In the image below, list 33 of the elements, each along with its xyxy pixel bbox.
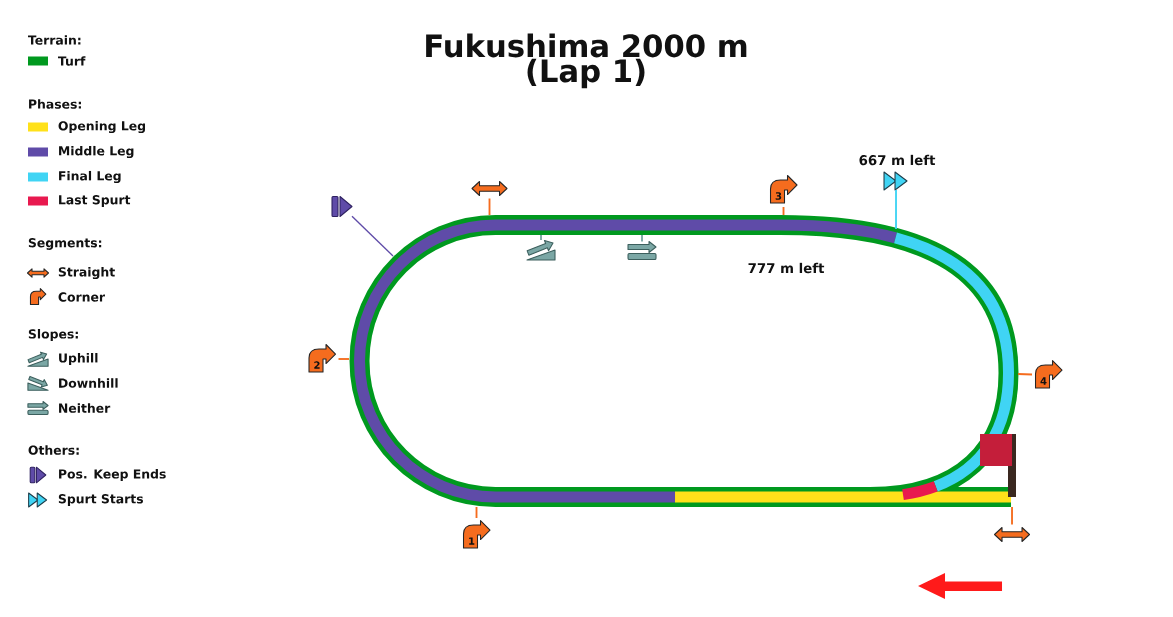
leader-line xyxy=(488,197,491,216)
legend-label: Opening Leg xyxy=(58,120,145,134)
legend-label: Corner xyxy=(58,292,105,302)
bar-triangle-icon xyxy=(331,195,353,218)
legend-label: Straight xyxy=(58,266,115,280)
leader-line xyxy=(782,206,785,216)
leader-line xyxy=(337,358,350,360)
legend-heading: Segments: xyxy=(28,238,102,250)
double-arrow-icon xyxy=(994,526,1031,543)
title: Fukushima 2000 m (Lap 1) xyxy=(426,33,747,89)
legend-label: Turf xyxy=(58,56,86,66)
legend-label: Middle Leg xyxy=(59,145,134,159)
distance-label: 667 m left xyxy=(859,154,936,166)
double-arrow-icon xyxy=(471,180,508,197)
legend-label: Last Spurt xyxy=(59,195,131,207)
legend-heading: Phases: xyxy=(29,99,81,109)
legend-label: Downhill xyxy=(59,378,118,388)
uphill-slope-icon xyxy=(526,239,556,261)
leader-line xyxy=(540,234,542,241)
legend-heading: Terrain: xyxy=(28,35,81,45)
distance-label: 777 m left xyxy=(748,262,825,274)
legend-heading: Slopes: xyxy=(28,329,78,341)
legend-label: Spurt Starts xyxy=(58,494,143,506)
legend-label: Uphill xyxy=(59,353,98,365)
level-arrow-icon xyxy=(627,240,657,261)
leader-line xyxy=(1011,506,1013,526)
leader-line xyxy=(641,234,643,243)
legend-heading: Others: xyxy=(28,445,79,455)
legend-label: Neither xyxy=(59,403,111,413)
leader-line xyxy=(1017,373,1033,376)
leader-line xyxy=(475,506,478,519)
legend-label: Pos. Keep Ends xyxy=(59,469,166,481)
legend-label: Final Leg xyxy=(59,170,121,184)
